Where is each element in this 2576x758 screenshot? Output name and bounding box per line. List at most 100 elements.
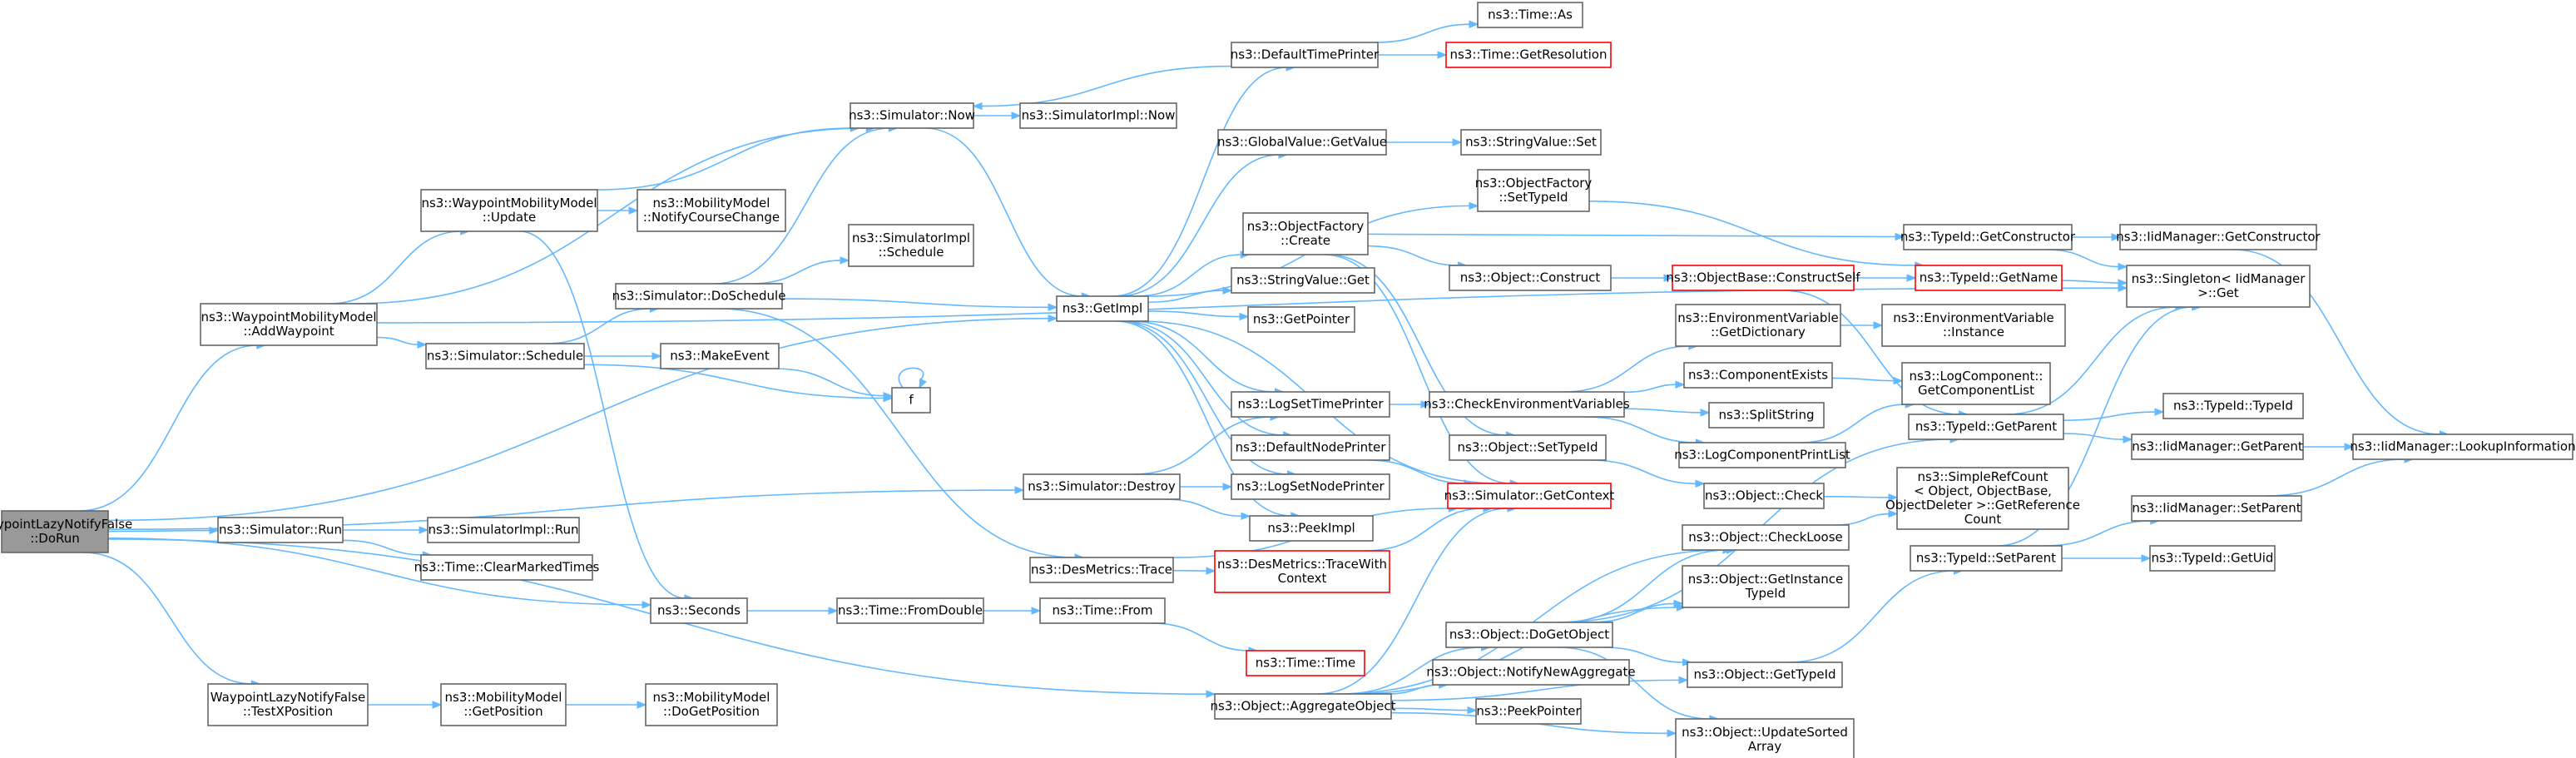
node-box[interactable] [1231,267,1375,294]
node-fromDouble[interactable]: ns3::Time::FromDouble [836,597,984,624]
node-box[interactable] [207,683,369,726]
node-getPointer[interactable]: ns3::GetPointer [1247,306,1355,333]
node-box[interactable] [1029,557,1174,583]
node-box[interactable] [615,283,783,310]
node-objCheckLoose[interactable]: ns3::Object::CheckLoose [1682,524,1850,551]
node-splitString[interactable]: ns3::SplitString [1708,402,1825,429]
node-box[interactable] [1675,718,1855,758]
node-box[interactable] [1915,265,2063,291]
node-makeEvent[interactable]: ns3::MakeEvent [660,343,780,369]
node-box[interactable] [1901,362,2051,405]
node-gvGetValue[interactable]: ns3::GlobalValue::GetValue [1217,129,1387,156]
node-timeTime[interactable]: ns3::Time::Time [1246,650,1365,676]
node-ofSetTypeId[interactable]: ns3::ObjectFactory::SetTypeId [1475,169,1593,212]
node-defTimePrinter[interactable]: ns3::DefaultTimePrinter [1231,42,1380,68]
node-box[interactable] [427,517,580,543]
node-box[interactable] [1675,304,1841,347]
node-singletonGet[interactable]: ns3::Singleton< IidManager>::Get [2126,265,2311,308]
node-box[interactable] [1908,414,2064,440]
node-box[interactable] [1449,434,1607,461]
node-iidGetConstructor[interactable]: ns3::IidManager::GetConstructor [2116,224,2321,250]
node-box[interactable] [1687,661,1843,688]
node-svGet[interactable]: ns3::StringValue::Get [1231,267,1375,294]
node-box[interactable] [1477,169,1590,212]
node-box[interactable] [1903,224,2073,250]
node-envGetDict[interactable]: ns3::EnvironmentVariable::GetDictionary [1675,304,1841,347]
node-box[interactable] [1910,545,2063,572]
node-desTrace[interactable]: ns3::DesMetrics::Trace [1029,557,1174,583]
node-box[interactable] [637,189,786,232]
node-iidGetParent[interactable]: ns3::IidManager::GetParent [2131,433,2304,460]
node-box[interactable] [1246,650,1365,676]
node-box[interactable] [440,683,567,726]
node-box[interactable] [1477,2,1583,28]
node-box[interactable] [850,102,974,129]
node-box[interactable] [1449,265,1612,291]
node-clearMarked[interactable]: ns3::Time::ClearMarkedTimes [414,554,600,581]
node-svSet[interactable]: ns3::StringValue::Set [1460,129,1602,156]
node-box[interactable] [1249,515,1374,542]
node-wmmUpdate[interactable]: ns3::WaypointMobilityModel::Update [420,189,598,232]
node-box[interactable] [420,554,593,581]
node-box[interactable] [1445,622,1613,648]
node-logSetTime[interactable]: ns3::LogSetTimePrinter [1231,391,1390,418]
node-box[interactable] [1896,467,2069,530]
node-tidGetUid[interactable]: ns3::TypeId::GetUid [2149,545,2276,572]
node-timeFrom[interactable]: ns3::Time::From [1039,597,1166,624]
node-box[interactable] [1231,434,1390,461]
node-logSetNode[interactable]: ns3::LogSetNodePrinter [1231,473,1390,500]
node-box[interactable] [2126,265,2311,308]
node-box[interactable] [848,224,974,267]
node-compExists[interactable]: ns3::ComponentExists [1683,362,1833,389]
node-envInstance[interactable]: ns3::EnvironmentVariable::Instance [1881,304,2066,347]
node-box[interactable] [1432,659,1630,686]
node-peekPointer[interactable]: ns3::PeekPointer [1475,698,1582,725]
node-objNotifyNewAgg[interactable]: ns3::Object::NotifyNewAggregate [1426,659,1636,686]
node-simSchedule[interactable]: ns3::Simulator::Schedule [425,343,585,369]
node-simDestroy[interactable]: ns3::Simulator::Destroy [1023,473,1181,500]
node-tidSetParent[interactable]: ns3::TypeId::SetParent [1910,545,2063,572]
node-getImpl[interactable]: ns3::GetImpl [1056,295,1149,322]
node-objCheck[interactable]: ns3::Object::Check [1703,483,1825,509]
node-mmGetPos[interactable]: ns3::MobilityModel::GetPosition [440,683,567,726]
node-box[interactable] [1708,402,1825,429]
node-ofCreate[interactable]: ns3::ObjectFactory::Create [1242,212,1369,255]
node-simRun[interactable]: ns3::Simulator::Run [217,517,344,543]
node-box[interactable] [1217,129,1387,156]
node-tidGetParent[interactable]: ns3::TypeId::GetParent [1908,414,2064,440]
node-box[interactable] [1682,565,1850,608]
node-logCompGetList[interactable]: ns3::LogComponent::GetComponentList [1901,362,2051,405]
node-box[interactable] [1445,42,1612,68]
node-simNow[interactable]: ns3::Simulator::Now [849,102,975,129]
node-box[interactable] [1672,265,1855,291]
node-box[interactable] [1023,473,1181,500]
node-tidGetName[interactable]: ns3::TypeId::GetName [1915,265,2063,291]
node-constructSelf[interactable]: ns3::ObjectBase::ConstructSelf [1666,265,1860,291]
node-box[interactable] [2131,495,2302,522]
node-box[interactable] [2119,224,2317,250]
node-checkEnv[interactable]: ns3::CheckEnvironmentVariables [1424,391,1630,418]
node-peekImpl[interactable]: ns3::PeekImpl [1249,515,1374,542]
node-f[interactable]: f [891,387,931,414]
node-box[interactable] [1,510,109,553]
node-box[interactable] [1683,362,1833,389]
node-box[interactable] [1682,524,1850,551]
node-simImplSchedule[interactable]: ns3::SimulatorImpl::Schedule [848,224,974,267]
node-objSetTypeId[interactable]: ns3::Object::SetTypeId [1449,434,1607,461]
node-mmDoGetPos[interactable]: ns3::MobilityModel::DoGetPosition [645,683,778,726]
node-tidTypeId[interactable]: ns3::TypeId::TypeId [2162,393,2304,419]
node-box[interactable] [1678,442,1846,468]
node-box[interactable] [1056,295,1149,322]
node-box[interactable] [2131,433,2304,460]
node-addWaypoint[interactable]: ns3::WaypointMobilityModel::AddWaypoint [200,303,378,346]
node-box[interactable] [1214,550,1390,593]
node-box[interactable] [1447,483,1612,509]
node-objConstruct[interactable]: ns3::Object::Construct [1449,265,1612,291]
node-box[interactable] [660,343,780,369]
node-box[interactable] [650,597,748,624]
node-doRun[interactable]: WaypointLazyNotifyFalse::DoRun [0,510,132,553]
node-box[interactable] [891,387,931,414]
node-box[interactable] [1039,597,1166,624]
